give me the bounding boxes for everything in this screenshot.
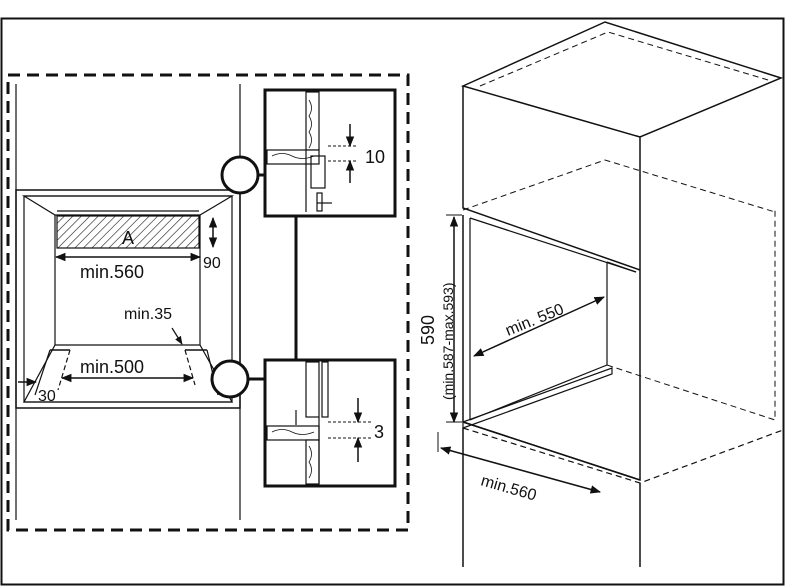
dim-min560-front: min.560 <box>80 262 144 282</box>
dim-3: 3 <box>374 422 384 442</box>
dim-min500: min.500 <box>80 357 144 377</box>
label-a: A <box>122 228 134 248</box>
detail-bottom: 3 <box>263 358 397 488</box>
dim-min560-right: min.560 <box>479 473 539 505</box>
niche-outer <box>15 189 241 409</box>
dim-min35: min.35 <box>124 306 172 323</box>
hatched-rail <box>56 215 200 249</box>
perspective-view: 590 (min.587-max.593) min. 550 min.560 <box>418 21 784 567</box>
front-view: A 90 min.560 min.35 min.500 30 <box>6 73 410 532</box>
dashed-enclosure <box>6 73 410 532</box>
detail-circle-top <box>220 155 260 195</box>
dim-90: 90 <box>203 255 221 272</box>
detail-top: 10 <box>263 88 397 218</box>
dim-590-range: (min.587-max.593) <box>440 283 456 401</box>
dim-590: 590 <box>418 315 438 345</box>
dim-min550: min. 550 <box>503 301 566 340</box>
dim-10: 10 <box>365 147 385 167</box>
detail-circle-bottom <box>210 359 250 399</box>
dim-30: 30 <box>38 388 56 405</box>
outer-frame <box>0 17 785 586</box>
